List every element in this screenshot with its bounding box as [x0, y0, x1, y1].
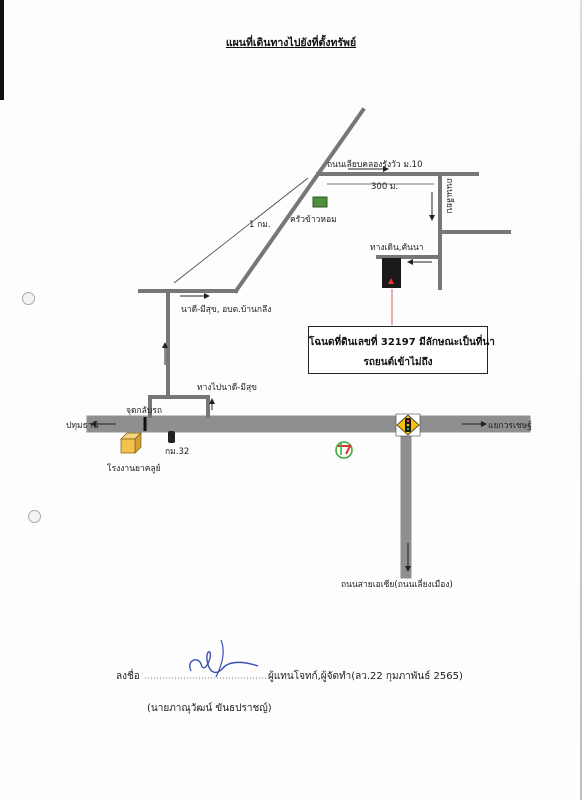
scan-edge-shadow-right [580, 0, 582, 800]
signature-label: ลงชื่อ [116, 671, 140, 682]
natee-road-label: ทางไปนาดี-มีสุข [197, 382, 257, 393]
km32-label: กม.32 [165, 447, 189, 457]
distance-1km-label: 1 กม. [249, 220, 271, 230]
road-top-label: ถนนเลียบคลองรังวัว ม.10 [327, 159, 423, 170]
property-marker-icon [382, 258, 401, 288]
pathum-thani-label: ปทุมธานี [66, 420, 99, 431]
gas-station-icon [335, 441, 353, 459]
signer-name: (นายภาณุวัฒน์ ขันธปราชญ์) [147, 703, 272, 714]
deed-number-text: โฉนดที่ดินเลขที่ 32197 มีลักษณะเป็นที่นา [309, 337, 495, 348]
road-right-label: ถนนเลียบ [444, 178, 455, 213]
deed-info-box: โฉนดที่ดินเลขที่ 32197 มีลักษณะเป็นที่นา… [308, 326, 495, 374]
deed-access-text: รถยนต์เข้าไม่ถึง [363, 357, 433, 368]
scan-edge-shadow [0, 0, 4, 100]
km-post-icon [168, 431, 175, 443]
punch-hole-mark [22, 292, 35, 305]
punch-hole-mark [28, 510, 41, 523]
signature-mark [215, 639, 224, 678]
factory-icon [120, 432, 142, 454]
distance-300m-label: 300 ม. [371, 182, 398, 192]
paddy-path-label: ทางเดิน,คันนา [370, 243, 424, 253]
waraset-junction-label: แยกวรเชษฐ์ [488, 420, 532, 431]
sai-asia-road-label: ถนนสายเอเซีย(ถนนเลี่ยงเมือง) [341, 578, 453, 590]
kitchen-marker-icon [312, 196, 328, 208]
signature-mark [189, 651, 259, 674]
page-title: แผนที่เดินทางไปยังที่ตั้งทรัพย์ [225, 37, 357, 49]
signer-role: ผู้แทนโจทก์,ผู้จัดทำ(ลว.22 กุมภาพันธ์ 25… [268, 671, 463, 682]
diagonal-road [233, 107, 366, 294]
factory-label: โรงงานยาคลูย์ [107, 463, 161, 474]
traffic-light-icon [395, 413, 421, 437]
natee-junction-label: นาดี-มีสุข, อบต.บ้านกลึง [181, 304, 271, 315]
distance-1km-line [173, 177, 309, 284]
u-turn-label: จุดกลับรถ [126, 406, 162, 416]
kitchen-label: ครัวข้าวหอม [290, 214, 337, 225]
property-point-icon [388, 278, 394, 284]
